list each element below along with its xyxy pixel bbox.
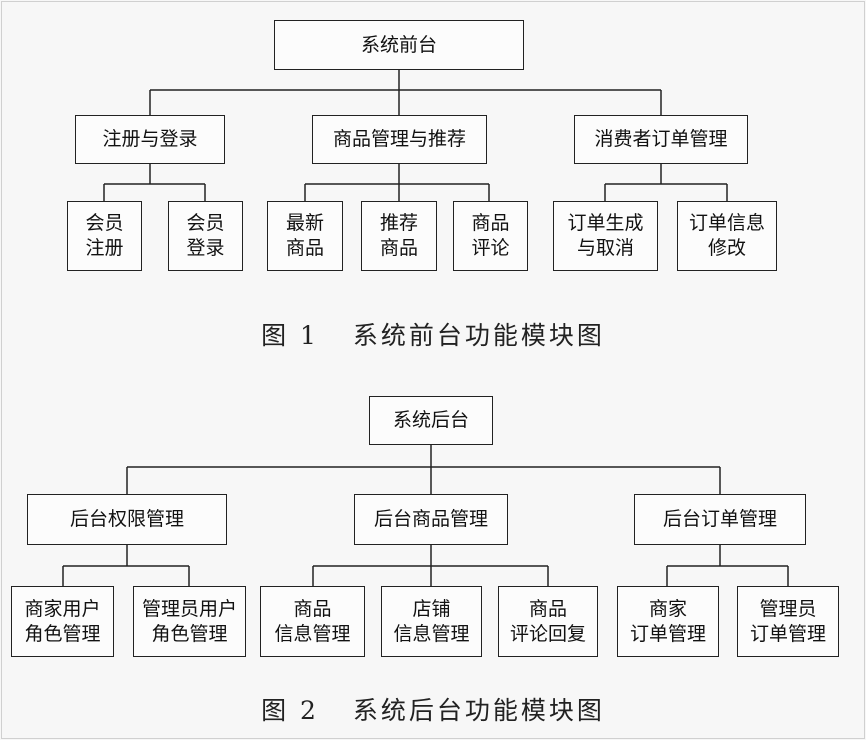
node-label: 评论回复 [509,622,586,645]
node-product-reviews: 商品 评论 [453,201,528,271]
node-label: 与取消 [576,237,634,259]
node-label: 会员 [85,212,124,234]
node-label: 修改 [707,237,746,259]
node-label: 管理员用户 [141,597,237,620]
node-label: 订单生成 [567,212,644,234]
node-label: 订单管理 [629,622,706,645]
node-recommended-products: 推荐 商品 [361,201,437,271]
node-register-login: 注册与登录 [75,115,225,164]
node-label: 商品 [293,597,332,620]
node-label: 商品 [379,237,418,259]
caption-number: 图 1 [261,321,319,350]
node-label: 推荐 [379,212,418,234]
node-label: 最新 [285,212,324,234]
node-consumer-order: 消费者订单管理 [574,115,748,164]
caption-number: 图 2 [261,696,319,725]
node-label: 后台商品管理 [373,508,488,530]
node-label: 商品管理与推荐 [332,128,466,150]
node-store-info-management: 店铺 信息管理 [381,586,482,657]
node-label: 系统后台 [392,409,469,431]
node-backend-products: 后台商品管理 [354,494,508,545]
node-label: 后台权限管理 [69,508,184,530]
node-admin-role-management: 管理员用户 角色管理 [133,586,246,657]
node-label: 注册 [85,237,124,259]
node-backend-orders: 后台订单管理 [634,494,806,545]
node-label: 信息管理 [393,622,470,645]
node-frontend-root: 系统前台 [274,20,524,70]
node-label: 会员 [186,212,225,234]
node-label: 角色管理 [24,622,101,645]
node-label: 评论 [471,237,510,259]
node-product-recommend: 商品管理与推荐 [312,115,487,164]
node-label: 信息管理 [274,622,351,645]
node-label: 商家 [648,597,687,620]
node-member-register: 会员 注册 [67,201,142,271]
figure1-caption: 图 1 系统前台功能模块图 [0,316,866,352]
node-label: 店铺 [412,597,451,620]
node-order-edit: 订单信息 修改 [677,201,777,271]
caption-title: 系统前台功能模块图 [352,321,605,350]
node-label: 管理员 [759,597,817,620]
node-merchant-role-management: 商家用户 角色管理 [11,586,114,657]
node-label: 订单管理 [749,622,826,645]
node-product-info-management: 商品 信息管理 [260,586,365,657]
node-label: 后台订单管理 [662,508,777,530]
node-backend-root: 系统后台 [369,396,493,445]
node-backend-permissions: 后台权限管理 [27,494,227,545]
node-label: 消费者订单管理 [594,128,728,150]
node-label: 系统前台 [360,33,437,56]
node-merchant-order-management: 商家 订单管理 [617,586,719,657]
node-label: 角色管理 [151,622,228,645]
node-label: 订单信息 [688,212,765,234]
node-label: 商家用户 [24,597,101,620]
node-label: 登录 [186,237,225,259]
node-member-login: 会员 登录 [168,201,243,271]
node-order-create-cancel: 订单生成 与取消 [553,201,658,271]
node-admin-order-management: 管理员 订单管理 [737,586,839,657]
caption-title: 系统后台功能模块图 [352,696,605,725]
node-label: 注册与登录 [102,128,198,150]
node-label: 商品 [528,597,567,620]
node-review-reply: 商品 评论回复 [498,586,598,657]
figure2-caption: 图 2 系统后台功能模块图 [0,691,866,727]
node-label: 商品 [471,212,510,234]
node-new-products: 最新 商品 [267,201,343,271]
node-label: 商品 [285,237,324,259]
